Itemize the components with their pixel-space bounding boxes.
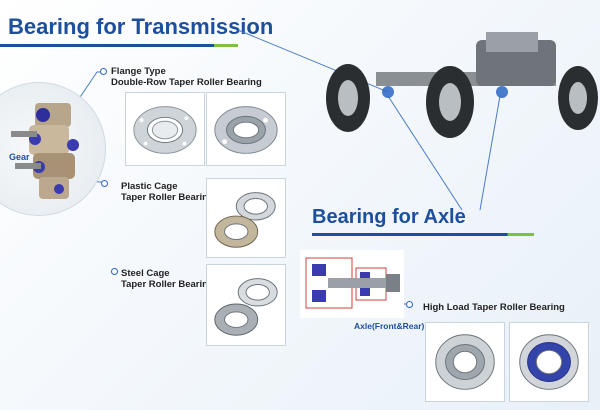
flange-bearing-photo-1: [125, 92, 205, 166]
high-load-bearing-marker: [406, 301, 413, 308]
flange-bearing-label: Flange Type Double-Row Taper Roller Bear…: [111, 66, 262, 88]
axle-title-underline: [312, 233, 534, 236]
plastic-cage-type: Plastic Cage: [121, 181, 178, 192]
flange-bearing-photo-2: [206, 92, 286, 166]
axle-title: Bearing for Axle: [312, 206, 466, 228]
plastic-cage-name: Taper Roller Bearing: [121, 192, 214, 203]
transmission-title: Bearing for Transmission: [8, 14, 274, 39]
flange-bearing-type: Flange Type: [111, 66, 166, 77]
plastic-cage-bearing-label: Plastic Cage Taper Roller Bearing: [121, 181, 214, 203]
axle-cross-section-diagram: [300, 250, 404, 318]
steel-cage-bearing-label: Steel Cage Taper Roller Bearing: [121, 268, 214, 290]
steel-cage-bearing-photo: [206, 264, 286, 346]
axle-diagram-label: Axle(Front&Rear): [354, 321, 425, 331]
steel-cage-name: Taper Roller Bearing: [121, 279, 214, 290]
plastic-cage-bearing-photo: [206, 178, 286, 258]
plastic-cage-bearing-marker: [101, 180, 108, 187]
steel-cage-bearing-marker: [111, 268, 118, 275]
steel-cage-type: Steel Cage: [121, 268, 170, 279]
gear-label: Gear: [9, 152, 30, 162]
high-load-bearing-photo-2: [509, 322, 589, 402]
car-chassis-illustration: [326, 28, 598, 140]
gear-illustration: [0, 82, 106, 216]
flange-bearing-marker: [100, 68, 107, 75]
high-load-bearing-label: High Load Taper Roller Bearing: [423, 302, 565, 313]
flange-bearing-name: Double-Row Taper Roller Bearing: [111, 77, 262, 88]
transmission-title-underline: [0, 44, 238, 47]
high-load-bearing-photo-1: [425, 322, 505, 402]
